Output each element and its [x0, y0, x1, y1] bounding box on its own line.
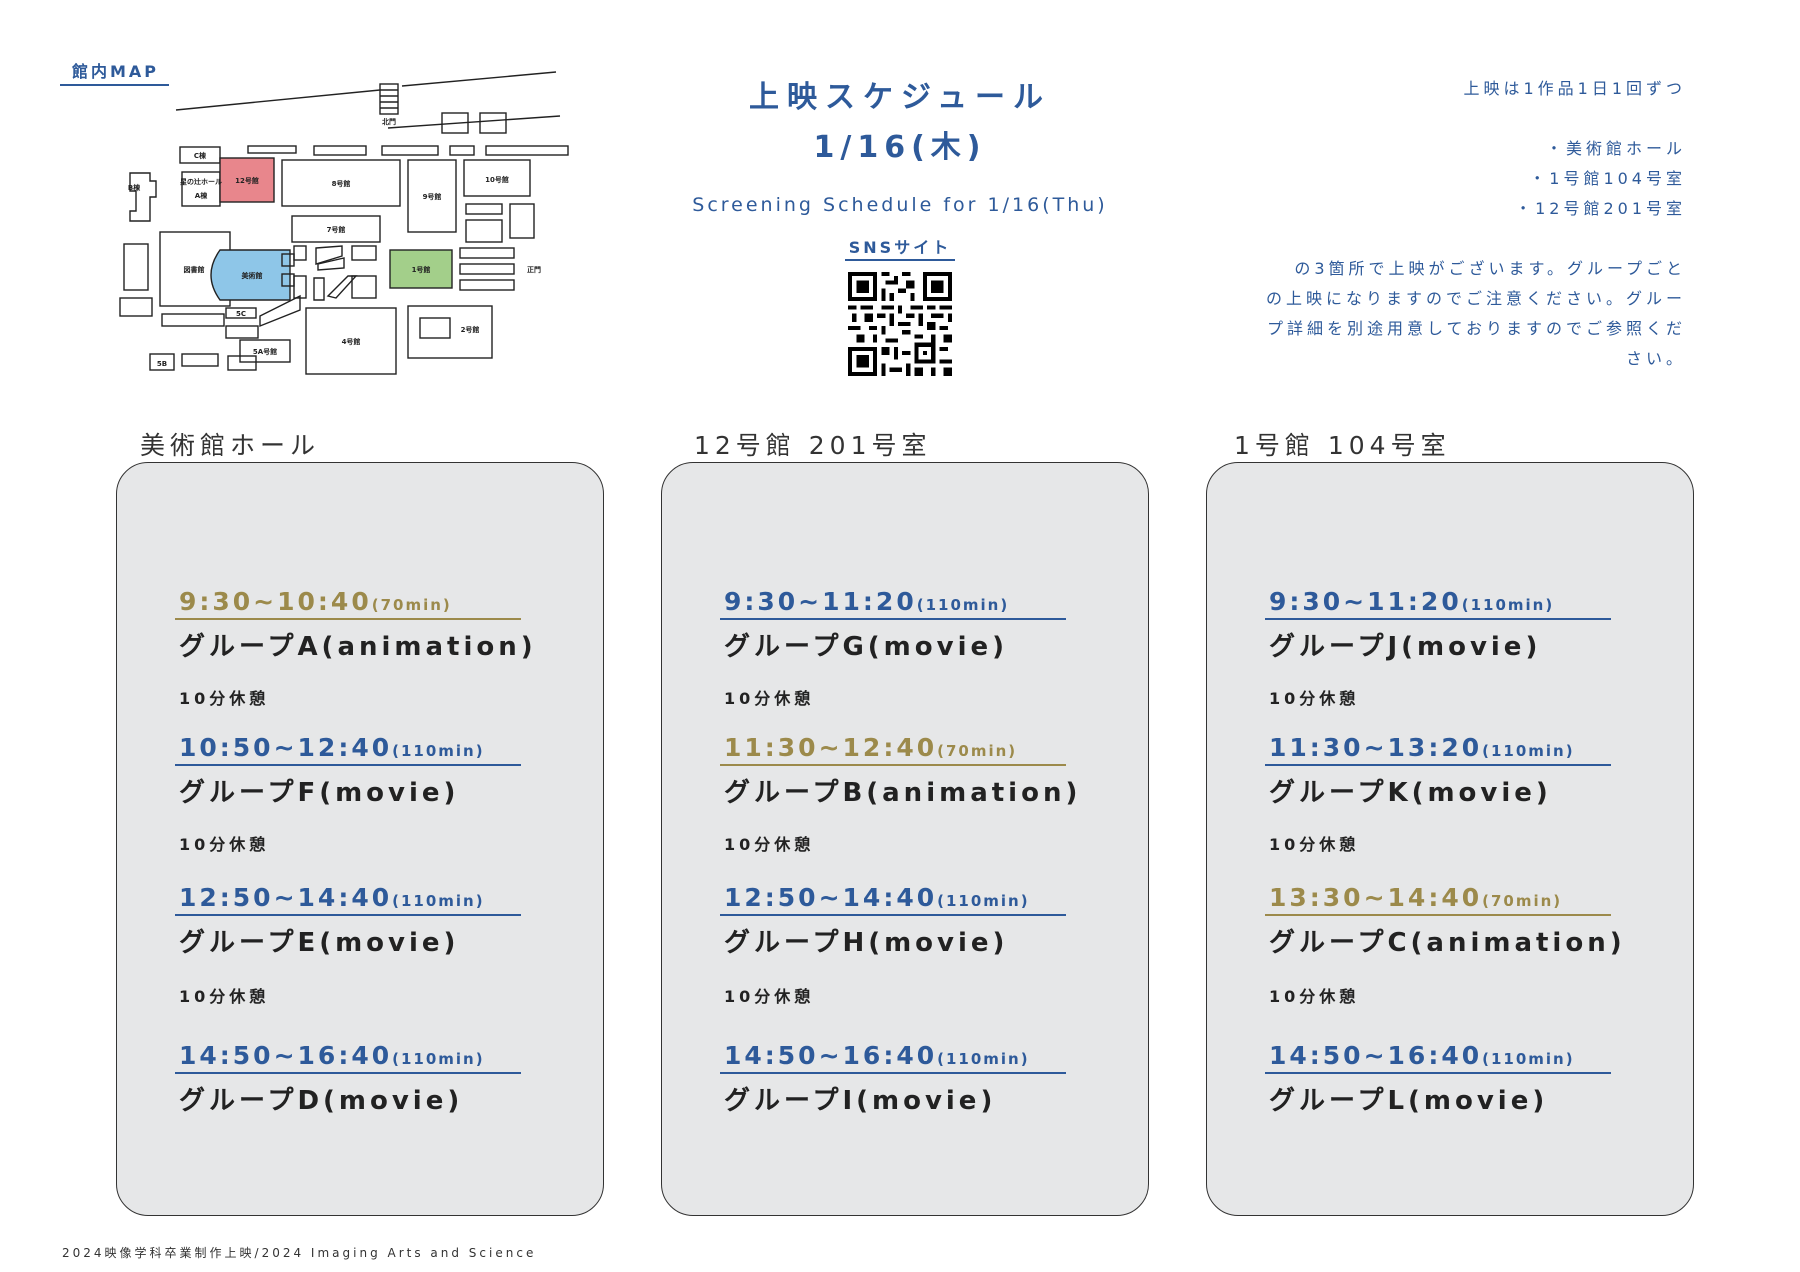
- slot-time: 12:50~14:40(110min): [720, 883, 1066, 916]
- notes-para-line: さい。: [1625, 349, 1686, 368]
- schedule-panel-12-201: 9:30~11:20(110min) グループG(movie) 10分休憩 11…: [661, 462, 1149, 1216]
- screening-slot: 14:50~16:40(110min) グループD(movie): [175, 1041, 521, 1117]
- map-label-7: 7号館: [327, 225, 346, 234]
- slot-group: グループF(movie): [179, 778, 460, 808]
- slot-group: グループC(animation): [1269, 928, 1626, 958]
- map-label-a: A棟: [195, 191, 208, 200]
- screening-slot: 9:30~10:40(70min) グループA(animation): [175, 587, 537, 663]
- slot-group: グループJ(movie): [1269, 632, 1542, 662]
- screening-slot: 9:30~11:20(110min) グループJ(movie): [1265, 587, 1611, 663]
- screening-slot: 13:30~14:40(70min) グループC(animation): [1265, 883, 1626, 959]
- notes-venue: ・美術館ホール: [1545, 139, 1686, 158]
- page-title: 上映スケジュール: [749, 80, 1051, 115]
- map-label-8: 8号館: [332, 179, 351, 188]
- slot-group: グループL(movie): [1269, 1086, 1549, 1116]
- schedule-panel-1-104: 9:30~11:20(110min) グループJ(movie) 10分休憩 11…: [1206, 462, 1694, 1216]
- screening-slot: 11:30~13:20(110min) グループK(movie): [1265, 733, 1611, 809]
- screening-slot: 11:30~12:40(70min) グループB(animation): [720, 733, 1082, 809]
- map-label-4: 4号館: [342, 337, 361, 346]
- notes-para-line: プ詳細を別途用意しておりますのでご参照くだ: [1266, 319, 1686, 338]
- slot-time: 14:50~16:40(110min): [175, 1041, 521, 1074]
- footer-credit: 2024映像学科卒業制作上映/2024 Imaging Arts and Sci…: [62, 1246, 537, 1260]
- slot-group: グループA(animation): [179, 632, 537, 662]
- map-label-main-gate: 正門: [527, 265, 541, 274]
- break-label: 10分休憩: [179, 689, 270, 708]
- schedule-header: 上映スケジュール 1/16(木) Screening Schedule for …: [660, 72, 1140, 261]
- break-label: 10分休憩: [724, 987, 815, 1006]
- slot-time: 13:30~14:40(70min): [1265, 883, 1611, 916]
- map-label-9: 9号館: [423, 192, 442, 201]
- slot-group: グループB(animation): [724, 778, 1082, 808]
- campus-map: 北門 C棟 B棟 星の辻ホール A棟 12号館 8号館 9号館 10号館 7号館…: [119, 71, 569, 375]
- slot-time: 12:50~14:40(110min): [175, 883, 521, 916]
- notes-para-line: の3箇所で上映がございます。グループごと: [1294, 259, 1686, 278]
- venue-title-museum-hall: 美術館ホール: [140, 431, 321, 460]
- page-subtitle: Screening Schedule for 1/16(Thu): [692, 194, 1108, 216]
- qr-code[interactable]: [848, 272, 952, 376]
- screening-slot: 9:30~11:20(110min) グループG(movie): [720, 587, 1066, 663]
- map-label-hall: 星の辻ホール: [180, 177, 222, 186]
- map-label-c: C棟: [194, 151, 207, 160]
- slot-time: 10:50~12:40(110min): [175, 733, 521, 766]
- slot-group: グループE(movie): [179, 928, 460, 958]
- map-building-1: [389, 249, 453, 289]
- notes-para-line: の上映になりますのでご注意ください。グルー: [1265, 289, 1686, 308]
- break-label: 10分休憩: [724, 689, 815, 708]
- venue-title-12-201: 12号館 201号室: [694, 431, 932, 460]
- break-label: 10分休憩: [179, 835, 270, 854]
- map-label-10: 10号館: [485, 175, 509, 184]
- map-label-b: B棟: [128, 183, 141, 192]
- break-label: 10分休憩: [1269, 987, 1360, 1006]
- screening-slot: 12:50~14:40(110min) グループH(movie): [720, 883, 1066, 959]
- map-label: 館内MAP: [60, 58, 170, 86]
- map-label-1: 1号館: [412, 265, 431, 274]
- break-label: 10分休憩: [1269, 689, 1360, 708]
- break-label: 10分休憩: [179, 987, 270, 1006]
- break-label: 10分休憩: [724, 835, 815, 854]
- slot-group: グループD(movie): [179, 1086, 464, 1116]
- map-building-12: [219, 157, 275, 203]
- break-label: 10分休憩: [1269, 835, 1360, 854]
- venue-title-1-104: 1号館 104号室: [1234, 431, 1451, 460]
- slot-time: 9:30~11:20(110min): [720, 587, 1066, 620]
- map-label-library: 図書館: [184, 265, 205, 274]
- slot-group: グループI(movie): [724, 1086, 997, 1116]
- sns-link[interactable]: SNSサイト: [844, 234, 956, 261]
- slot-time: 14:50~16:40(110min): [720, 1041, 1066, 1074]
- map-label-north-gate: 北門: [382, 117, 396, 126]
- slot-time: 11:30~13:20(110min): [1265, 733, 1611, 766]
- screening-slot: 12:50~14:40(110min) グループE(movie): [175, 883, 521, 959]
- map-label-12: 12号館: [235, 176, 259, 185]
- map-label-2: 2号館: [461, 325, 480, 334]
- slot-group: グループK(movie): [1269, 778, 1552, 808]
- slot-time: 11:30~12:40(70min): [720, 733, 1066, 766]
- schedule-panel-museum-hall: 9:30~10:40(70min) グループA(animation) 10分休憩…: [116, 462, 604, 1216]
- slot-time: 9:30~10:40(70min): [175, 587, 521, 620]
- schedule-date: 1/16(木): [813, 130, 987, 165]
- map-label-museum: 美術館: [242, 271, 263, 280]
- notes-line1: 上映は1作品1日1回ずつ: [1463, 79, 1686, 98]
- slot-time: 9:30~11:20(110min): [1265, 587, 1611, 620]
- slot-time: 14:50~16:40(110min): [1265, 1041, 1611, 1074]
- notes-venue: ・12号館201号室: [1515, 199, 1686, 218]
- slot-group: グループG(movie): [724, 632, 1008, 662]
- map-building-museum: [210, 249, 291, 301]
- slot-group: グループH(movie): [724, 928, 1009, 958]
- map-label-5b: 5B: [157, 360, 167, 368]
- screening-notes: 上映は1作品1日1回ずつ ・美術館ホール ・1号館104号室 ・12号館201号…: [1200, 74, 1686, 374]
- screening-slot: 10:50~12:40(110min) グループF(movie): [175, 733, 521, 809]
- map-label-5a: 5A号館: [253, 347, 277, 356]
- screening-slot: 14:50~16:40(110min) グループL(movie): [1265, 1041, 1611, 1117]
- map-label-5c: 5C: [236, 310, 246, 318]
- notes-venue: ・1号館104号室: [1529, 169, 1686, 188]
- screening-slot: 14:50~16:40(110min) グループI(movie): [720, 1041, 1066, 1117]
